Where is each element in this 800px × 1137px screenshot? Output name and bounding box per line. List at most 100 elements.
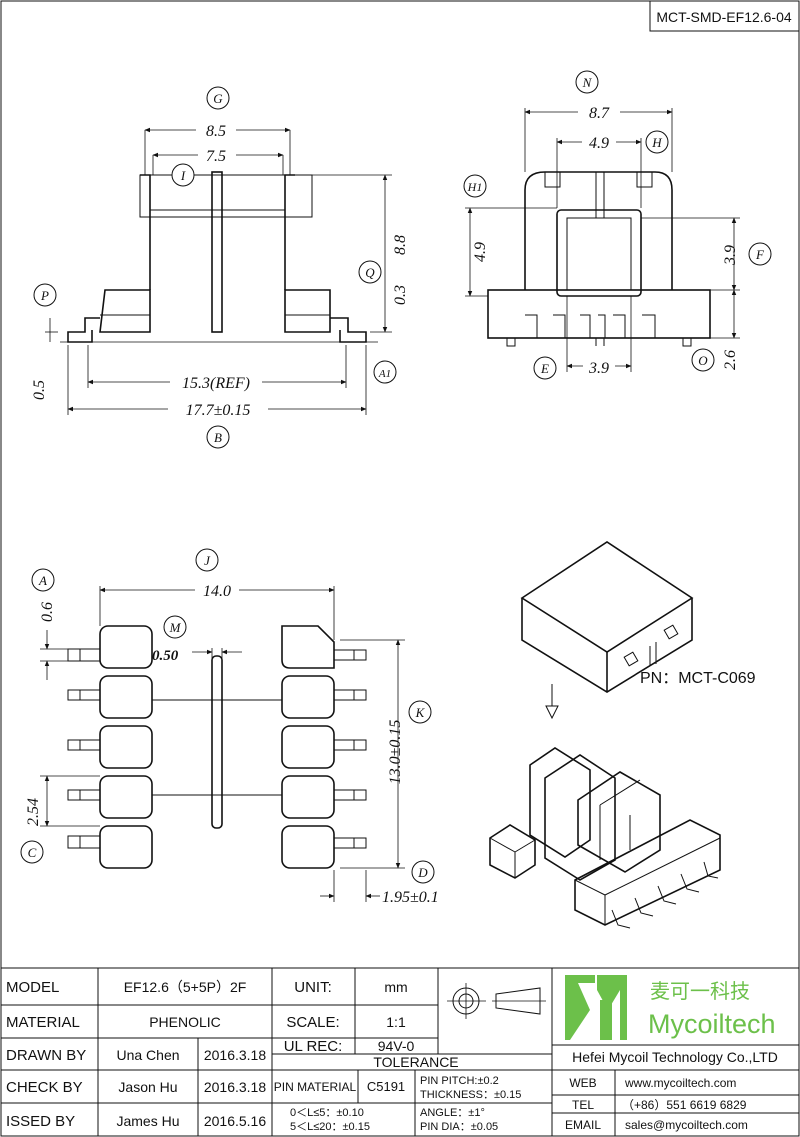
tol-angle: ANGLE：±1°: [420, 1107, 485, 1119]
svg-text:N: N: [582, 75, 593, 90]
part-number: PN：MCT-C069: [640, 670, 756, 687]
label-H1: H1: [463, 174, 487, 198]
svg-text:A: A: [38, 573, 47, 588]
drawn-date: 2016.3.18: [204, 1047, 266, 1063]
svg-text:M: M: [169, 620, 182, 635]
label-F: F: [748, 242, 772, 266]
email-value: sales@mycoiltech.com: [625, 1118, 748, 1132]
issued-by-name: James Hu: [116, 1113, 179, 1129]
dim-N: 8.7: [589, 105, 610, 122]
svg-text:B: B: [214, 430, 222, 445]
dim-Q: 0.3: [392, 285, 409, 305]
unit-label: UNIT:: [294, 979, 332, 996]
company-name: Hefei Mycoil Technology Co.,LTD: [572, 1049, 778, 1065]
label-N: N: [575, 70, 599, 94]
dim-inner: 7.5: [206, 148, 226, 165]
dim-ref: 15.3(REF): [182, 375, 250, 392]
svg-text:P: P: [40, 288, 49, 303]
side-view: 8.7 4.9 4.9 3.9 2.6 3.9: [465, 102, 740, 377]
scale-value: 1:1: [386, 1014, 406, 1030]
label-J: J: [195, 548, 219, 572]
label-Q: Q: [358, 260, 382, 284]
dim-height: 8.8: [392, 235, 409, 255]
svg-text:Q: Q: [365, 265, 375, 280]
dim-M: 0.50: [152, 648, 179, 664]
dim-B: 17.7±0.15: [186, 402, 251, 419]
dim-O: 2.6: [722, 350, 739, 370]
label-I: I: [171, 163, 195, 187]
dim-H: 4.9: [589, 135, 609, 152]
front-view: 8.5 7.5 8.8 0.3 0.5 15.3(REF) 17.7±0.15: [31, 120, 409, 419]
check-by-label: CHECK BY: [6, 1079, 83, 1096]
title-block: MODEL EF12.6（5+5P）2F UNIT: mm MATERIAL P…: [0, 967, 800, 1137]
letter-labels: G I P Q A1 B N H H1 F E O J A M K C D: [20, 70, 772, 884]
label-H: H: [645, 130, 669, 154]
pin-material-label: PIN MATERIAL: [274, 1080, 357, 1094]
label-B: B: [206, 425, 230, 449]
dim-D: 1.95±0.1: [382, 889, 439, 906]
check-by-name: Jason Hu: [118, 1079, 177, 1095]
projection-symbol: [447, 983, 546, 1019]
issued-by-label: ISSED BY: [6, 1113, 75, 1130]
drawn-by-name: Una Chen: [116, 1047, 179, 1063]
svg-text:G: G: [213, 91, 223, 106]
email-label: EMAIL: [565, 1118, 601, 1132]
label-O: O: [691, 348, 715, 372]
svg-text:I: I: [180, 168, 186, 183]
svg-text:F: F: [755, 247, 765, 262]
label-E: E: [533, 356, 557, 380]
web-label: WEB: [569, 1076, 596, 1090]
logo-en: Mycoiltech: [648, 1009, 776, 1039]
label-A: A: [31, 568, 55, 592]
bottom-view: 14.0 0.6 0.50 13.0±0.15 2.54 1.95±0.1: [25, 580, 439, 906]
dim-F: 3.9: [722, 245, 739, 266]
tol-range-1: 0＜L≤5：±0.10: [290, 1107, 364, 1119]
dim-J: 14.0: [203, 583, 231, 600]
tol-pin-dia: PIN DIA：±0.05: [420, 1121, 498, 1133]
ul-label: UL REC:: [284, 1038, 343, 1055]
svg-text:H1: H1: [467, 180, 483, 194]
dim-E: 3.9: [588, 360, 609, 377]
svg-text:O: O: [698, 353, 708, 368]
dim-P: 0.5: [31, 380, 48, 400]
label-M: M: [163, 615, 187, 639]
dim-G: 8.5: [206, 123, 226, 140]
svg-text:K: K: [415, 705, 426, 720]
drawing-number: MCT-SMD-EF12.6-04: [656, 9, 792, 25]
issued-date: 2016.5.16: [204, 1113, 266, 1129]
label-A1: A1: [373, 360, 397, 384]
logo-cn: 麦可一科技: [650, 980, 750, 1003]
drawing-number-box: [649, 0, 800, 32]
dim-K: 13.0±0.15: [387, 720, 404, 785]
tol-thickness: THICKNESS：±0.15: [420, 1089, 521, 1101]
scale-label: SCALE:: [286, 1014, 339, 1031]
svg-text:C: C: [28, 845, 37, 860]
isometric-view: PN：MCT-C069: [489, 541, 756, 929]
tol-range-2: 5＜L≤20：±0.15: [290, 1121, 370, 1133]
dim-A: 0.6: [39, 602, 56, 622]
label-G: G: [206, 86, 230, 110]
tolerance-label: TOLERANCE: [373, 1054, 458, 1070]
company-logo: 麦可一科技 Mycoiltech: [565, 975, 776, 1040]
label-P: P: [33, 283, 57, 307]
svg-text:H: H: [651, 135, 662, 150]
model-label: MODEL: [6, 979, 59, 996]
svg-text:E: E: [540, 361, 549, 376]
tel-label: TEL: [572, 1098, 594, 1112]
svg-text:D: D: [417, 865, 428, 880]
pin-material-value: C5191: [367, 1079, 405, 1094]
label-C: C: [20, 840, 44, 864]
dim-H1: 4.9: [472, 242, 489, 262]
svg-text:A1: A1: [378, 368, 391, 380]
model-value: EF12.6（5+5P）2F: [124, 979, 247, 995]
drawn-by-label: DRAWN BY: [6, 1047, 86, 1064]
svg-text:J: J: [204, 553, 211, 568]
unit-value: mm: [384, 979, 407, 995]
check-date: 2016.3.18: [204, 1079, 266, 1095]
dim-C: 2.54: [25, 798, 42, 826]
web-value: www.mycoiltech.com: [624, 1076, 736, 1090]
material-value: PHENOLIC: [149, 1014, 221, 1030]
label-K: K: [408, 700, 432, 724]
